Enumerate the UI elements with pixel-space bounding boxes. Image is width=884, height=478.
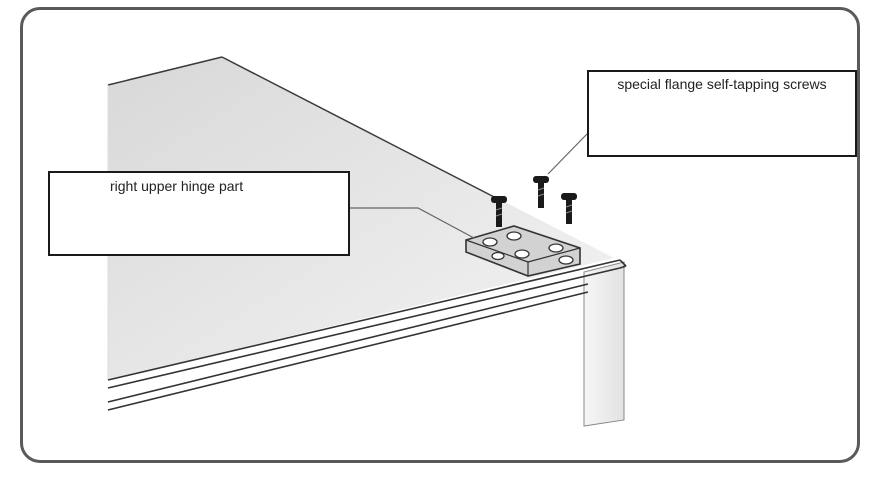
screws-label: special flange self-tapping screws <box>617 76 827 92</box>
hinge-part-callout: right upper hinge part <box>48 171 350 256</box>
screws-callout: special flange self-tapping screws <box>587 70 857 157</box>
screws-leader-line <box>547 133 588 175</box>
hinge-leader-line <box>350 207 475 239</box>
screw-1 <box>491 196 507 227</box>
hinge-part-label: right upper hinge part <box>110 178 244 194</box>
screw-2 <box>533 176 549 208</box>
hinge-plate <box>465 225 581 277</box>
front-edge-rails <box>107 259 627 411</box>
cabinet-side-panel <box>583 261 625 427</box>
screw-3 <box>561 193 577 224</box>
